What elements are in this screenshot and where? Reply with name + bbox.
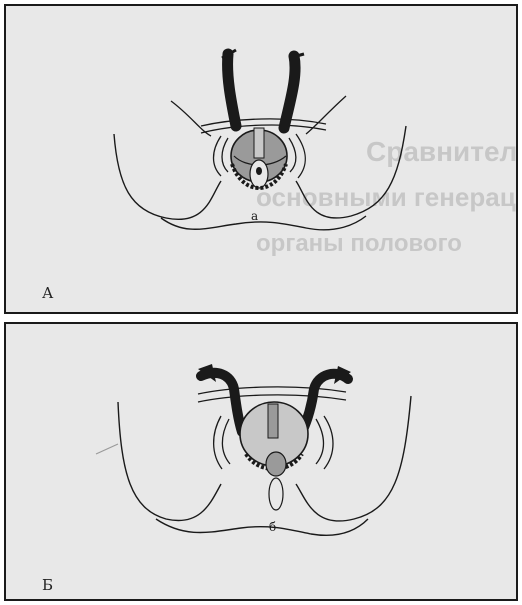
band-right-upper <box>306 96 346 134</box>
right-limb-outer <box>296 134 305 178</box>
right-limb-outer-b <box>324 416 333 469</box>
central-duct <box>254 128 264 158</box>
panel-label-a: А <box>42 284 53 302</box>
right-dark-tube-b <box>302 374 348 432</box>
right-limb-inner <box>289 138 296 172</box>
stray-line <box>96 444 118 454</box>
inner-opening-b <box>266 452 286 476</box>
band-left-upper <box>171 101 211 136</box>
central-duct-b <box>268 404 278 438</box>
inner-mark-b: б <box>269 520 276 534</box>
left-limb-outer <box>214 136 222 176</box>
left-dark-tube-b <box>201 373 242 432</box>
lower-opening-b <box>269 478 283 510</box>
diagram-a: Сравнительна анатомия основными генераци… <box>6 6 518 314</box>
left-dark-tube <box>228 54 236 126</box>
figure-panel-b: б Б <box>4 322 518 601</box>
outer-contour-left-b <box>118 402 221 521</box>
panel-label-b: Б <box>42 576 53 594</box>
left-limb-inner <box>222 138 228 172</box>
outer-contour-left <box>114 134 221 219</box>
left-limb-outer-b <box>214 416 222 469</box>
right-limb-inner-b <box>316 419 324 464</box>
bg-text-3: органы полового <box>256 230 462 257</box>
inner-mark-a: а <box>251 209 258 223</box>
diagram-b: б <box>6 324 518 601</box>
left-limb-inner-b <box>222 419 230 464</box>
transverse-band-b1 <box>198 387 346 394</box>
figure-panel-a: Сравнительна анатомия основными генераци… <box>4 4 518 314</box>
transverse-band-b2 <box>198 395 346 402</box>
right-dark-tube <box>284 56 295 128</box>
inner-dot <box>256 167 262 175</box>
bg-text-1: Сравнительна анатомия <box>366 136 518 167</box>
bg-text-2: основными генерации <box>256 182 518 212</box>
